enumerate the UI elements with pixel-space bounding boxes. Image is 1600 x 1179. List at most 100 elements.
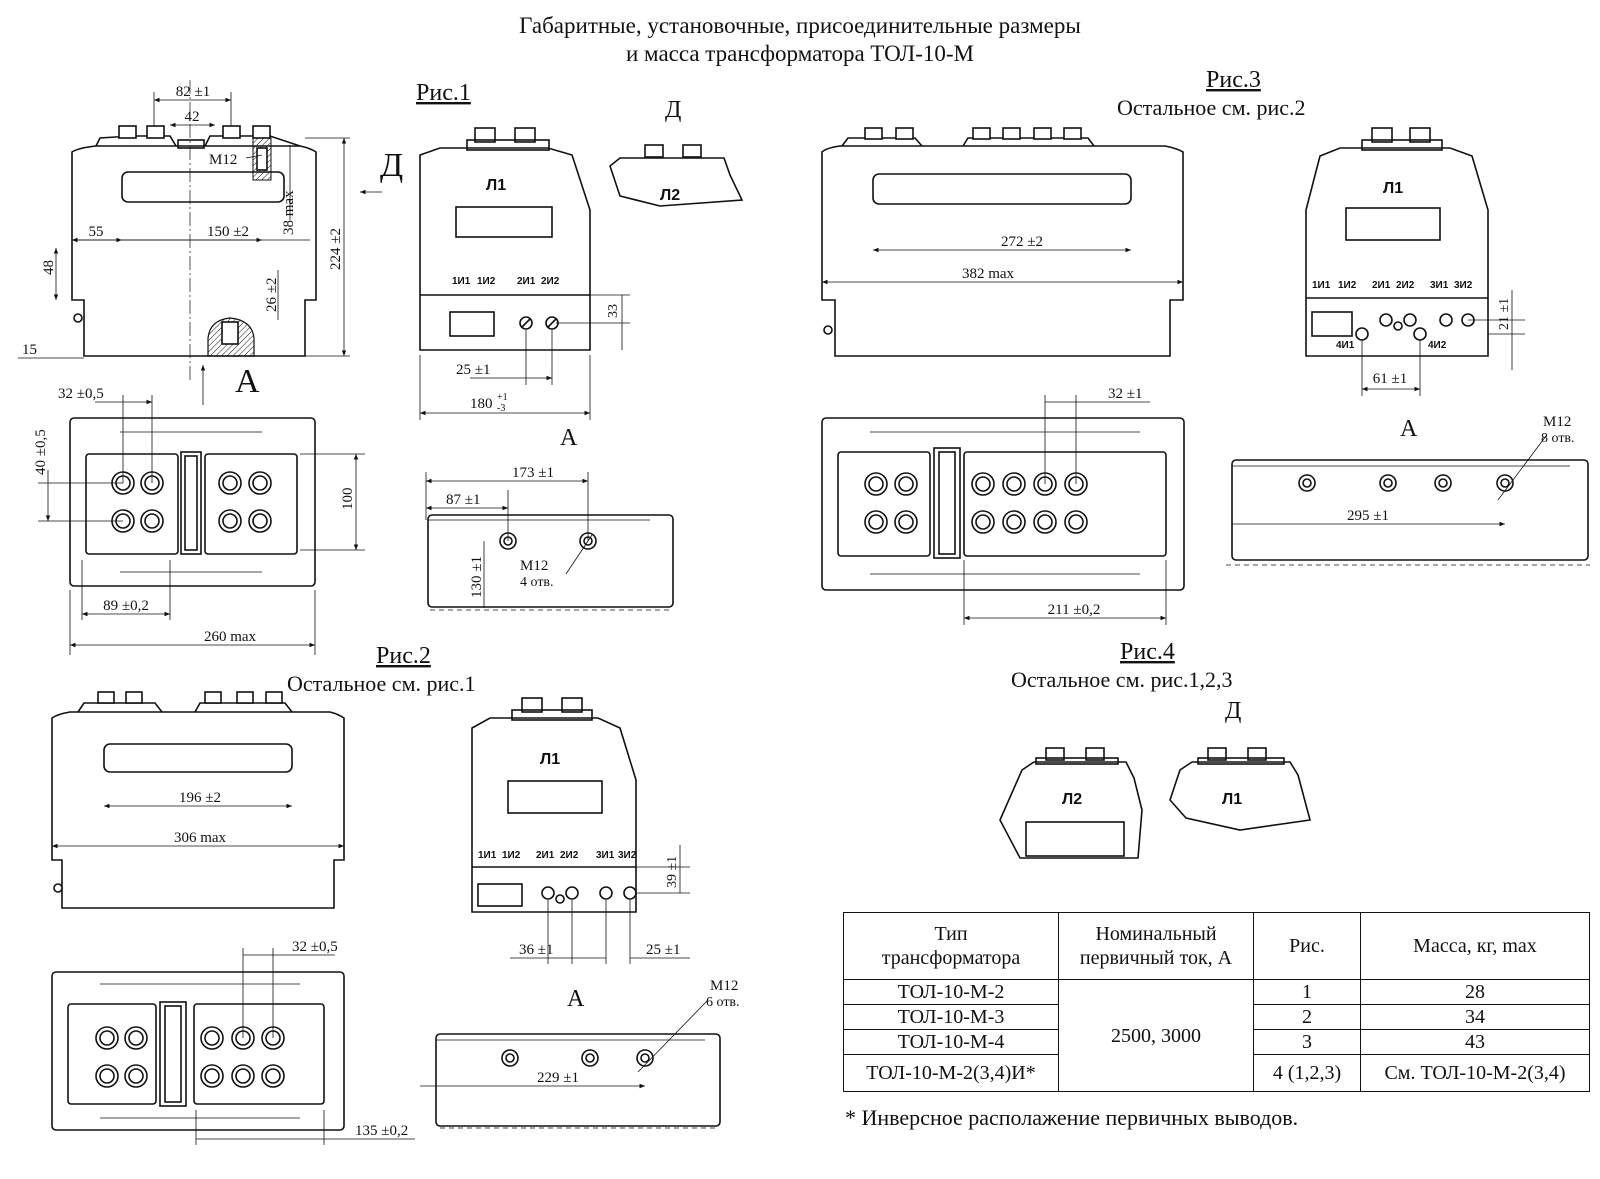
view-d-label: Д [380,147,403,184]
cell-type: ТОЛ-10-М-2(3,4)И* [843,1054,1059,1092]
dim-55: 55 [89,224,104,240]
header-current-line-1: Номинальный [1095,923,1217,945]
fig1-caption: Рис.1 [416,80,471,106]
table-header-row: Тип трансформатора Номинальный первичный… [843,912,1590,980]
fig1-front-dims: 82 ±1 42 M12 38 max 224 ±2 55 150 ±2 48 … [18,84,403,405]
dim-61: 61 ±1 [1373,371,1407,387]
dim-224: 224 ±2 [328,228,344,270]
footnote: * Инверсное располажение первичных вывод… [845,1105,1299,1130]
label-2i1-fig3: 2И1 [1372,280,1391,291]
table-row: ТОЛ-10-М-3 2 34 [843,1004,1590,1030]
dim-40: 40 ±0,5 [33,429,49,475]
header-type: Тип трансформатора [843,912,1059,980]
cell-fig: 1 [1253,979,1361,1005]
label-4i1-fig3: 4И1 [1336,340,1355,351]
dim-87: 87 ±1 [446,492,480,508]
dim-229: 229 ±1 [537,1070,579,1086]
cell-type: ТОЛ-10-М-2 [843,979,1059,1005]
fig3-subtitle: Остальное см. рис.2 [1117,95,1306,120]
label-2i1: 2И1 [517,276,536,287]
title-line-1: Габаритные, установочные, присоединитель… [519,13,1081,38]
dim-260: 260 max [204,629,257,645]
label-4i2-fig3: 4И2 [1428,340,1447,351]
fig1-top-view: 32 ±0,5 40 ±0,5 100 89 ±0,2 260 max [33,386,365,655]
fig2-top-view: 32 ±0,5 135 ±0,2 [51,939,415,1145]
cell-type: ТОЛ-10-М-4 [843,1029,1059,1055]
mass-table: Тип трансформатора Номинальный первичный… [843,912,1590,1092]
dim-42: 42 [185,109,200,125]
header-mass: Масса, кг, max [1360,912,1590,980]
label-2i2-fig3: 2И2 [1396,280,1415,291]
label-l1-fig1: Л1 [486,177,506,194]
fig1-view-a: 173 ±1 87 ±1 130 ±1 M12 4 отв. [425,465,674,611]
fig3-side-view: Л1 1И1 1И2 2И1 2И2 3И1 3И2 4И1 4И2 21 ±1… [1305,127,1525,396]
dim-25-fig2: 25 ±1 [646,942,680,958]
label-1i2: 1И2 [477,276,496,287]
label-2i1-fig2: 2И1 [536,850,555,861]
fig1-bolt-grid [111,471,272,533]
label-2i2: 2И2 [541,276,560,287]
fig3-top-view: 32 ±1 211 ±0,2 [821,386,1185,625]
fig4-view-d-l1: Л1 [1169,747,1312,831]
holes-6: 6 отв. [706,995,740,1010]
dim-21: 21 ±1 [1497,298,1512,330]
m12-fig1a: M12 [520,558,548,574]
dim-180-tol-lower: -3 [497,403,505,414]
view-a-fig3: А [1400,416,1418,442]
label-l1-fig4: Л1 [1222,791,1242,808]
header-type-line-1: Тип [934,923,968,945]
fig4-view-d-l2: Л2 [999,747,1143,859]
dim-100: 100 [340,488,356,511]
cell-fig: 4 (1,2,3) [1253,1054,1361,1092]
dim-130: 130 ±1 [469,556,485,598]
cell-mass: 28 [1360,979,1590,1005]
label-3i1-fig2: 3И1 [596,850,615,861]
fig1-front-view [71,80,317,380]
label-1i2-fig3: 1И2 [1338,280,1357,291]
fig2-subtitle: Остальное см. рис.1 [287,671,476,696]
dim-25-fig1: 25 ±1 [456,362,490,378]
dim-33: 33 [606,304,621,318]
label-3i2-fig3: 3И2 [1454,280,1473,291]
label-l2-fig4: Л2 [1062,791,1082,808]
fig2-view-a: 229 ±1 M12 6 отв. [420,978,740,1129]
dim-32-fig1: 32 ±0,5 [58,386,104,402]
dim-272: 272 ±2 [1001,234,1043,250]
fig2-side-view: Л1 1И1 1И2 2И1 2И2 3И1 3И2 39 ±1 36 ±1 2… [471,697,690,964]
cell-type: ТОЛ-10-М-3 [843,1004,1059,1030]
header-current: Номинальный первичный ток, А [1058,912,1254,980]
fig3-caption: Рис.3 [1206,67,1261,93]
dim-135: 135 ±0,2 [355,1123,408,1139]
dim-48: 48 [41,260,57,275]
header-current-line-2: первичный ток, А [1079,947,1233,969]
cell-mass: См. ТОЛ-10-М-2(3,4) [1360,1054,1590,1092]
label-1i1-fig2: 1И1 [478,850,497,861]
dim-180-tol-upper: +1 [497,392,508,403]
fig3-view-a: 295 ±1 M12 8 отв. [1226,414,1590,566]
fig1-view-d: Л2 [609,144,744,207]
dim-38: 38 max [281,190,297,235]
label-3i2-fig2: 3И2 [618,850,637,861]
title-line-2: и масса трансформатора ТОЛ-10-М [626,41,974,66]
fig1-side-view: Л1 1И1 1И2 2И1 2И2 33 25 ±1 180 +1 -3 [419,127,630,420]
header-fig: Рис. [1253,912,1361,980]
table-row: ТОЛ-10-М-2(3,4)И* 4 (1,2,3) См. ТОЛ-10-М… [843,1054,1590,1092]
view-d-fig1: Д [665,97,681,123]
dim-89: 89 ±0,2 [103,598,149,614]
label-l2-fig1: Л2 [660,187,680,204]
fig3-bolt-grid [864,472,1088,534]
label-1i2-fig2: 1И2 [502,850,521,861]
dim-150: 150 ±2 [207,224,249,240]
table-row: ТОЛ-10-М-2 2500, 3000 1 28 [843,979,1590,1092]
label-2i2-fig2: 2И2 [560,850,579,861]
cell-current: 2500, 3000 [1058,979,1254,1092]
dim-36: 36 ±1 [519,942,553,958]
dim-382: 382 max [962,266,1015,282]
view-d-fig4: Д [1225,698,1241,724]
m12-fig2: M12 [710,978,738,994]
fig2-bolt-grid [95,1026,285,1088]
dim-82: 82 ±1 [176,84,210,100]
fig2-front-view: 196 ±2 306 max [51,691,345,909]
label-1i1: 1И1 [452,276,471,287]
label-l1-fig2: Л1 [540,751,560,768]
